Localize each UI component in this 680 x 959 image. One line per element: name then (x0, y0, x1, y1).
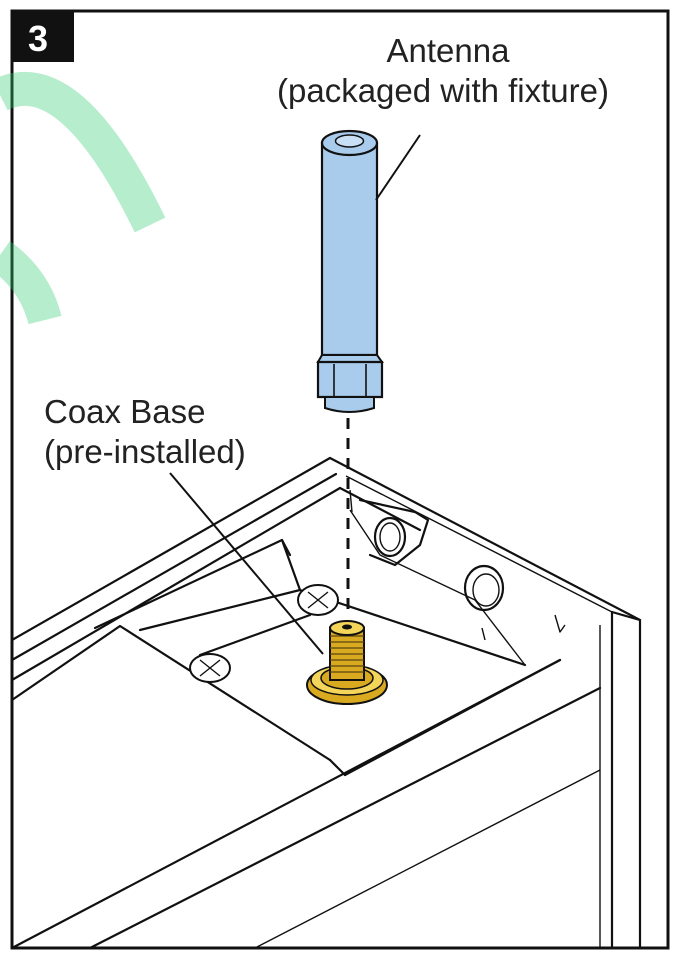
step-badge: 3 (12, 11, 74, 62)
screw-upper (297, 584, 339, 616)
watermark-swoosh (0, 71, 166, 325)
step-number: 3 (28, 18, 48, 59)
coax-sublabel: (pre-installed) (44, 433, 246, 470)
screw-lower (189, 653, 231, 683)
coax-leader-line (169, 472, 324, 655)
coax-label: Coax Base (44, 393, 205, 430)
coax-base (306, 620, 388, 705)
antenna-leader-line (375, 134, 421, 201)
antenna-label: Antenna (387, 32, 511, 69)
fixture-housing (10, 456, 642, 950)
antenna-sublabel: (packaged with fixture) (277, 72, 609, 109)
antenna (316, 129, 384, 413)
